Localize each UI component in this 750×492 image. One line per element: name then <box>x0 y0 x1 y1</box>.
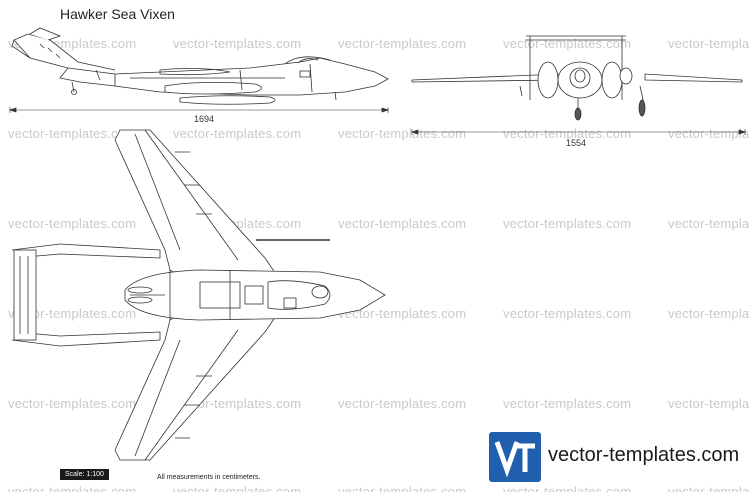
watermark: vector-templates.com <box>668 306 750 321</box>
watermark-row: vector-templates.com vector-templates.com… <box>0 216 750 231</box>
watermark: vector-templates.com <box>503 126 632 141</box>
brand-logo-icon <box>489 432 541 482</box>
watermark-row: vector-templates.com vector-templates.com… <box>0 126 750 141</box>
watermark: vector-templates.com <box>668 36 750 51</box>
side-view <box>8 27 390 113</box>
watermark: vector-templates.com <box>173 36 302 51</box>
watermark-row: vector-templates.com vector-templates.com… <box>0 484 750 492</box>
watermark: vector-templates.com <box>8 396 137 411</box>
scale-badge: Scale: 1:100 <box>60 469 109 480</box>
logo-mark-icon <box>494 441 535 478</box>
watermark: vector-templates.com <box>668 396 750 411</box>
watermark-row: vector-templates.com vector-templates.com… <box>0 396 750 411</box>
front-span-label: 1554 <box>566 138 587 148</box>
watermark: vector-templates.com <box>668 216 750 231</box>
measurements-note: All measurements in centimeters. <box>157 474 261 481</box>
watermark: vector-templates.com <box>338 216 467 231</box>
watermark: vector-templates.com <box>503 216 632 231</box>
watermark: vector-templates.com <box>503 484 632 492</box>
watermark: vector-templates.com <box>338 126 467 141</box>
watermark: vector-templates.com <box>338 484 467 492</box>
watermark: vector-templates.com <box>668 126 750 141</box>
watermark: vector-templates.com <box>503 396 632 411</box>
watermark: vector-templates.com <box>173 484 302 492</box>
watermark: vector-templates.com <box>338 36 467 51</box>
page-title: Hawker Sea Vixen <box>60 6 175 22</box>
watermark: vector-templates.com <box>338 396 467 411</box>
side-length-label: 1694 <box>194 114 215 124</box>
watermark: vector-templates.com <box>503 306 632 321</box>
watermark: vector-templates.com <box>8 126 137 141</box>
watermark: vector-templates.com <box>8 484 137 492</box>
top-view <box>11 129 386 461</box>
watermark: vector-templates.com <box>668 484 750 492</box>
watermark: vector-templates.com <box>338 306 467 321</box>
watermark: vector-templates.com <box>173 396 302 411</box>
watermark: vector-templates.com <box>8 306 137 321</box>
watermark: vector-templates.com <box>173 126 302 141</box>
brand-text: vector-templates.com <box>548 444 740 466</box>
front-view <box>410 35 747 135</box>
watermark: vector-templates.com <box>8 216 137 231</box>
